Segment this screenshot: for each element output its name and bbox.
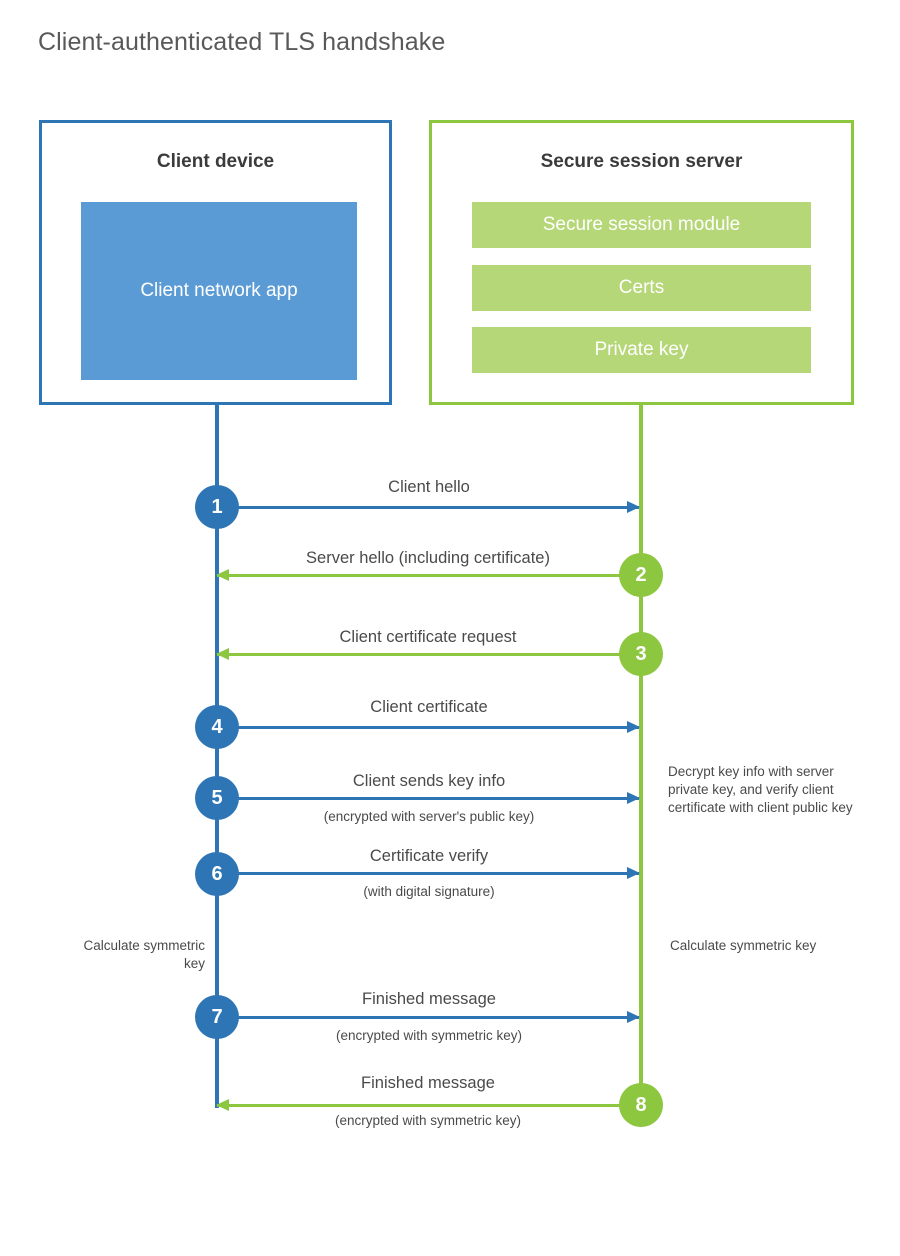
secure-session-server-title: Secure session server (540, 151, 743, 172)
step-3-marker[interactable]: 3 (619, 632, 663, 676)
step-7-sublabel: (encrypted with symmetric key) (335, 1028, 523, 1043)
server-decrypt-note: Decrypt key info with server private key… (668, 764, 853, 816)
step-2-arrow (216, 569, 641, 581)
step-8-marker[interactable]: 8 (619, 1083, 663, 1127)
page-title: Client-authenticated TLS handshake (38, 28, 446, 56)
step-5-marker[interactable]: 5 (195, 776, 239, 820)
step-6-sublabel: (with digital signature) (363, 884, 495, 899)
step-5-label: Client sends key info (352, 772, 506, 790)
server-calculate-symmetric-key-note: Calculate symmetric key (670, 938, 817, 953)
step-3-arrow (216, 648, 641, 660)
step-4-arrow (217, 721, 640, 733)
step-4-label: Client certificate (370, 698, 488, 716)
step-8-sublabel: (encrypted with symmetric key) (334, 1113, 522, 1128)
step-2-marker[interactable]: 2 (619, 553, 663, 597)
secure-session-server-box: Secure session server Secure session mod… (429, 120, 854, 405)
step-6-marker[interactable]: 6 (195, 852, 239, 896)
step-1-arrow (217, 501, 640, 513)
client-device-title: Client device (156, 151, 275, 172)
step-1-label: Client hello (388, 478, 470, 496)
server-lifeline (639, 405, 643, 1105)
step-6-label: Certificate verify (369, 847, 489, 865)
step-2-label: Server hello (including certificate) (306, 549, 550, 567)
step-7-label: Finished message (362, 990, 496, 1008)
server-component-secure-session-module: Secure session module (472, 202, 811, 248)
step-1-marker[interactable]: 1 (195, 485, 239, 529)
client-network-app-block: Client network app (81, 202, 357, 380)
client-device-box: Client device Client network app (39, 120, 392, 405)
step-5-sublabel: (encrypted with server's public key) (323, 809, 535, 824)
server-component-private-key: Private key (472, 327, 811, 373)
step-7-marker[interactable]: 7 (195, 995, 239, 1039)
step-7-arrow (217, 1011, 640, 1023)
step-6-arrow (217, 867, 640, 879)
client-calculate-symmetric-key-note: Calculate symmetric key (83, 938, 205, 972)
step-8-label: Finished message (361, 1074, 495, 1092)
step-3-label: Client certificate request (339, 628, 517, 646)
client-lifeline (215, 405, 219, 1108)
step-8-arrow (216, 1099, 641, 1111)
step-4-marker[interactable]: 4 (195, 705, 239, 749)
server-component-certs: Certs (472, 265, 811, 311)
step-5-arrow (217, 792, 640, 804)
